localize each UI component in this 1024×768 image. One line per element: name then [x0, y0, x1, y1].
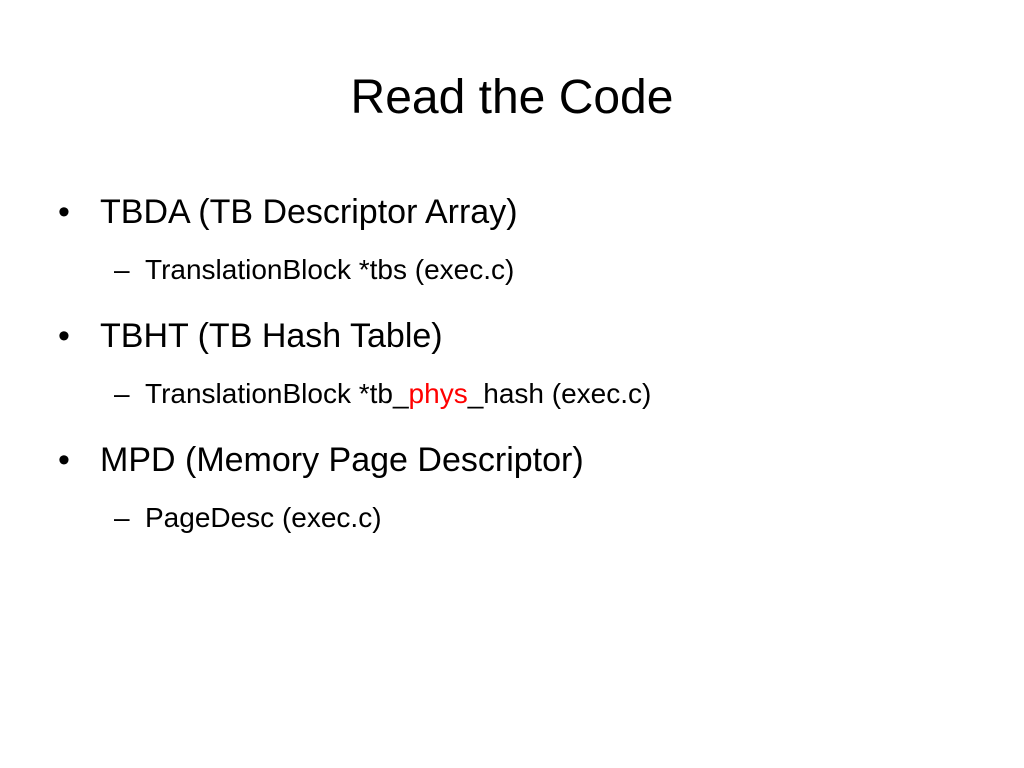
sub-bullet-text: TranslationBlock *tbs (exec.c)	[145, 254, 515, 285]
bullet-text: TBDA (TB Descriptor Array)	[100, 193, 518, 231]
sub-bullet-text: PageDesc (exec.c)	[145, 502, 382, 533]
bullet-item-tbda: • TBDA (TB Descriptor Array)	[58, 184, 988, 240]
bullet-dot-icon: •	[58, 317, 70, 355]
sub-bullet-item-tb-phys-hash: – TranslationBlock *tb_phys_hash (exec.c…	[58, 364, 988, 424]
sub-bullet-item-pagedesc: – PageDesc (exec.c)	[58, 488, 988, 548]
sub-bullet-highlight: phys	[408, 378, 468, 409]
bullet-text: MPD (Memory Page Descriptor)	[100, 441, 584, 479]
sub-bullet-text-post: _hash (exec.c)	[467, 378, 652, 409]
sub-bullet-item-tbs: – TranslationBlock *tbs (exec.c)	[58, 240, 988, 300]
bullet-dot-icon: •	[58, 193, 70, 231]
bullet-text: TBHT (TB Hash Table)	[100, 317, 443, 355]
bullet-dot-icon: •	[58, 441, 70, 479]
bullet-item-mpd: • MPD (Memory Page Descriptor)	[58, 432, 988, 488]
bullet-list: • TBDA (TB Descriptor Array) – Translati…	[58, 184, 988, 556]
sub-bullet-dash-icon: –	[114, 378, 130, 409]
slide-title: Read the Code	[350, 71, 674, 124]
sub-bullet-text-pre: TranslationBlock *tb_	[145, 378, 409, 409]
bullet-item-tbht: • TBHT (TB Hash Table)	[58, 308, 988, 364]
sub-bullet-dash-icon: –	[114, 254, 130, 285]
sub-bullet-dash-icon: –	[114, 502, 130, 533]
